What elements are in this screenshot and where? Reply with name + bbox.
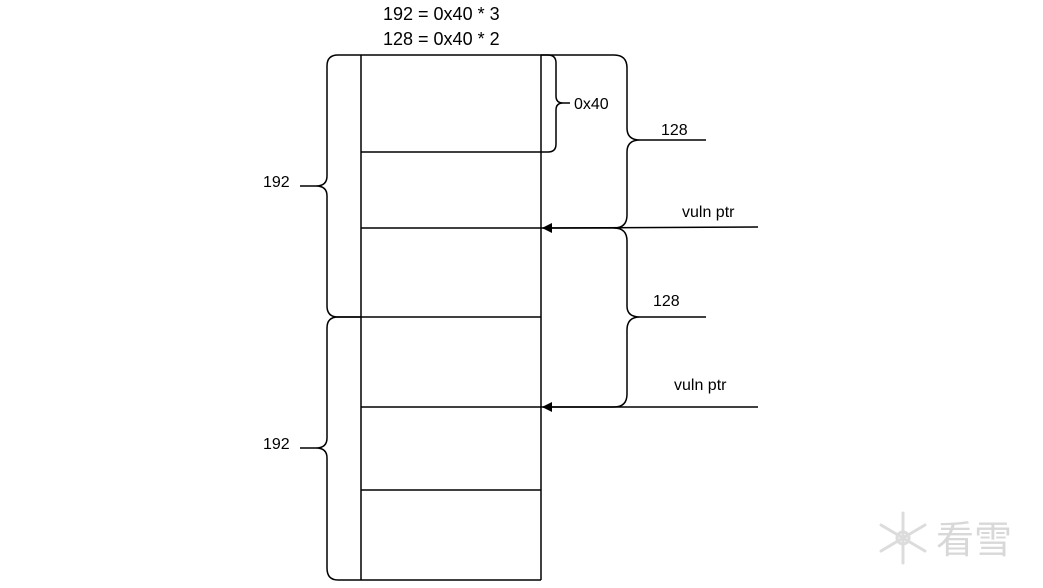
left-brace-top [300,54,361,318]
right-brace-lower [541,227,706,408]
vuln-ptr-arrow-upper [542,222,759,233]
offset-label-lower: 128 [653,293,680,310]
memory-column [360,54,542,581]
watermark: 看雪 [879,511,1012,565]
watermark-text: 看雪 [936,518,1012,562]
offset-label-upper: 128 [661,122,688,139]
chunk-size-label-top: 192 [263,174,290,191]
vuln-ptr-label-upper: vuln ptr [682,204,735,221]
vuln-ptr-label-lower: vuln ptr [674,377,727,394]
title-line-2: 128 = 0x40 * 2 [383,29,500,49]
unit-brace [541,54,570,153]
right-brace-upper [541,54,706,229]
unit-size-label: 0x40 [574,96,609,113]
snowflake-icon [879,511,927,565]
left-brace-bottom [300,316,361,581]
title-line-1: 192 = 0x40 * 3 [383,4,500,24]
chunk-size-label-bottom: 192 [263,436,290,453]
